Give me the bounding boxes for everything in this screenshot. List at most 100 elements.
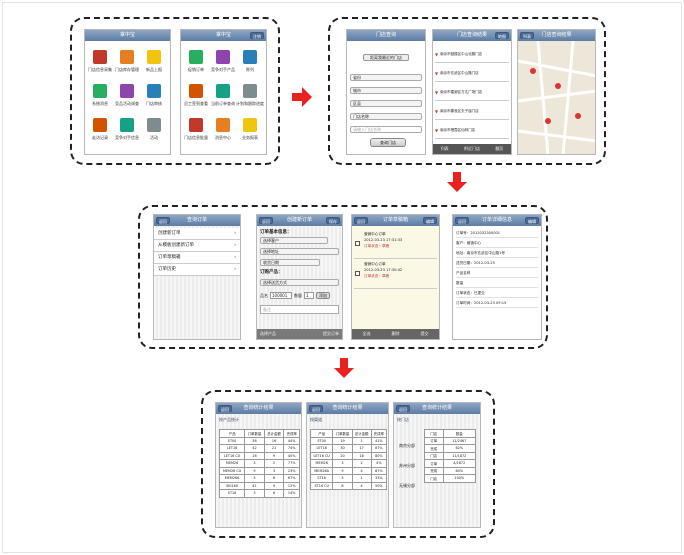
edit-button[interactable]: 编辑 [423,217,437,224]
menu-icon[interactable] [147,84,161,98]
map-marker-icon[interactable] [555,83,561,89]
table-cell: 9 [263,451,285,460]
title-bar: 门店查询结果列表 [518,30,595,41]
menu-icon[interactable] [147,50,161,64]
select-all-button[interactable]: 全选 [362,331,371,336]
note-input[interactable]: 备注 [260,305,339,314]
submit-order-button[interactable]: 提交订单 [323,331,339,336]
menu-icon[interactable] [93,50,107,64]
menu-icon[interactable] [189,50,203,64]
menu-item-label: 新品上报 [146,67,162,72]
draft-date: 2012-03-23 17:30:42 [364,268,403,272]
choose-product-button[interactable]: 选择产品 [260,331,276,336]
table-cell: 87% [370,466,388,475]
order-menu-item[interactable]: 订单历史› [154,264,240,276]
menu-icon[interactable] [216,84,230,98]
menu-icon[interactable] [93,118,107,132]
map-marker-icon[interactable] [575,113,581,119]
table-header-cell: 产品 [218,429,246,438]
menu-icon[interactable] [120,50,134,64]
table-cell: 77% [283,459,300,468]
table-cell: 44% [283,436,300,445]
menu-icon[interactable] [216,50,230,64]
menu-icon[interactable] [189,84,203,98]
district-select[interactable]: 区县 [350,100,422,107]
address-select[interactable]: 选择地址 [260,248,339,255]
date-select[interactable]: 收货日期 [260,259,320,266]
products-label: 订购产品： [260,270,283,275]
map-pin-icon: ▼ [435,51,439,57]
order-menu-item[interactable]: 创建新订单› [154,228,240,240]
customer-select[interactable]: 选择客户 [260,237,328,244]
checkbox[interactable] [355,271,360,276]
map-view[interactable] [518,41,596,155]
back-button[interactable]: 返回 [309,405,323,412]
query-store-button[interactable]: 查询门店 [370,138,406,147]
map-marker-icon[interactable] [545,118,551,124]
store-name: 南京市秦淮区夫子庙门店 [440,108,479,113]
menu-icon[interactable] [120,84,134,98]
title-bar: 掌中宝 [85,30,170,41]
store-name-select[interactable]: 门店名称 [350,113,422,120]
tab-next[interactable]: 翻页 [495,146,504,151]
store-name: 南京市建邺区万达广场门店 [440,89,483,94]
map-marker-icon[interactable] [530,68,536,74]
menu-icon[interactable] [243,84,257,98]
map-button[interactable]: 地图 [495,32,509,39]
store-search-input[interactable]: 请输入门店名称 [350,126,422,133]
table-cell: 16 [263,436,285,445]
checkbox[interactable] [355,241,360,246]
menu-icon[interactable] [216,118,230,132]
tab-list[interactable]: 列表 [440,146,449,151]
table-cell: 3 [332,474,353,483]
arrow-right-icon [292,87,312,107]
order-menu-item[interactable]: 从模板创建新订单› [154,240,240,252]
list-button[interactable]: 列表 [520,32,534,39]
map-pin-icon: ▼ [435,108,439,114]
tab-nearby[interactable]: 附近门店 [463,146,480,151]
table-cell: 订单 [424,436,444,445]
edit-button[interactable]: 编辑 [525,217,539,224]
menu-item-label: 活动 [150,135,158,140]
map-street [536,41,550,154]
list-item[interactable]: ▼南京市秦淮区夫子庙门店 [435,103,509,120]
menu-icon[interactable] [243,50,257,64]
province-select[interactable]: 省份 [350,74,422,81]
order-menu-label: 订单历史 [158,267,176,272]
city-select[interactable]: 城市 [350,87,422,94]
menu-icon[interactable] [93,84,107,98]
list-item[interactable]: ▼南京市玄武区中山路门店 [435,65,509,82]
menu-icon[interactable] [243,118,257,132]
code-input[interactable]: 100001 [270,292,292,299]
back-button[interactable]: 返回 [218,405,232,412]
add-product-button[interactable]: 添加 [316,292,330,299]
save-button[interactable]: 保存 [326,217,340,224]
back-button[interactable]: 返回 [455,217,469,224]
back-button[interactable]: 返回 [354,217,368,224]
menu-icon[interactable] [147,118,161,132]
back-button[interactable]: 返回 [259,217,273,224]
table-cell: 11/2467 [442,436,477,445]
order-menu-item[interactable]: 订单草稿箱› [154,252,240,264]
logout-button[interactable]: 注销 [250,32,264,39]
qty-input[interactable]: 1 [304,292,314,299]
list-item[interactable]: ▼南京市栖霞区仙林门店 [435,122,509,139]
back-button[interactable]: 返回 [156,217,170,224]
delete-button[interactable]: 删除 [391,331,400,336]
chevron-right-icon: › [234,243,236,248]
back-button[interactable]: 返回 [396,405,410,412]
list-item[interactable]: ▼南京市建邺区万达广场门店 [435,84,509,101]
nearest-store-button[interactable]: 距离我最近的门店 [363,54,409,61]
menu-icon[interactable] [189,118,203,132]
submit-button[interactable]: 提交 [420,331,429,336]
menu-icon[interactable] [120,118,134,132]
shipping-select[interactable]: 选择送货方式 [260,279,339,286]
list-item[interactable]: ▼南京市鼓楼区中山北路门店 [435,46,509,63]
